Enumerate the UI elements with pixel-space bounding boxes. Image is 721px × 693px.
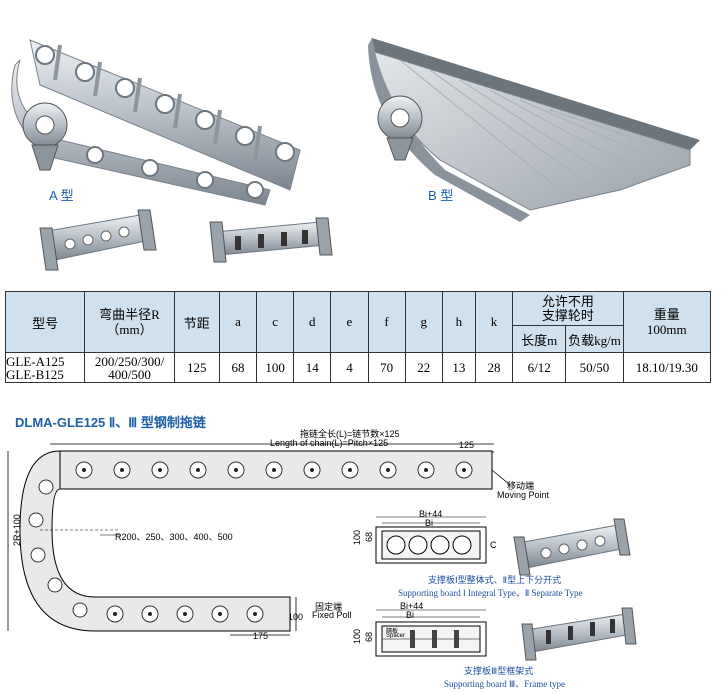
- header-load: 负载kg/m: [565, 325, 624, 353]
- table-row: GLE-A125 GLE-B125 200/250/300/ 400/500 1…: [4, 352, 712, 383]
- board3-spacer-en: Spacer: [386, 633, 406, 639]
- cell-load: 50/50: [565, 352, 624, 383]
- header-a: a: [218, 291, 258, 353]
- cell-length: 6/12: [512, 352, 567, 383]
- product-photos: [11, 37, 700, 271]
- cell-a: 68: [218, 352, 258, 383]
- cell-model: GLE-A125 GLE-B125: [4, 352, 86, 383]
- cell-weight: 18.10/19.30: [622, 352, 712, 383]
- board1-caption-cn: 支撑板Ⅰ型整体式、Ⅱ型上下分开式: [428, 575, 562, 585]
- type-b-caption: B 型: [428, 188, 454, 203]
- chain-length-cn: 拖链全长(L)=链节数×125: [300, 429, 400, 439]
- header-h: h: [441, 291, 476, 353]
- cell-f: 70: [367, 352, 406, 383]
- board1-bi44: Bi+44: [419, 509, 443, 519]
- board3-68: 68: [364, 631, 374, 642]
- radius-label: R200、250、300、400、500: [115, 532, 233, 542]
- type-a-caption: A 型: [49, 188, 74, 203]
- board1-c: C: [490, 540, 497, 550]
- cell-g: 22: [404, 352, 443, 383]
- header-f: f: [367, 291, 406, 353]
- board1-68: 68: [364, 531, 374, 542]
- header-length: 长度m: [512, 325, 567, 353]
- header-d: d: [293, 291, 332, 353]
- chain-length-en: Length of chain(L)=Pitch×125: [270, 438, 389, 448]
- pitch-dim: 125: [459, 440, 475, 450]
- board1-bi: Bi: [425, 518, 434, 528]
- cell-e: 4: [330, 352, 369, 383]
- moving-point-en: Moving Point: [497, 490, 550, 500]
- board1-100: 100: [352, 529, 362, 545]
- moving-point-cn: 移动端: [507, 481, 535, 491]
- board1-caption-en: Supporting board Ⅰ Integral Type、Ⅱ Separ…: [398, 588, 583, 598]
- cell-k: 28: [474, 352, 514, 383]
- drawing-title: DLMA-GLE125 Ⅱ、Ⅲ 型钢制拖链: [15, 415, 206, 430]
- cell-d: 14: [293, 352, 332, 383]
- fixed-point-cn: 固定端: [315, 602, 343, 612]
- fixed-point-en: Fixed Poll: [312, 610, 352, 620]
- cell-c: 100: [256, 352, 295, 383]
- header-model: 型号: [4, 291, 86, 353]
- dim-175: 175: [253, 631, 269, 641]
- cell-pitch: 125: [173, 352, 220, 383]
- header-allowed-unsupported: 允许不用 支撑轮时: [512, 291, 624, 326]
- board3-100: 100: [352, 628, 362, 644]
- board3-bi44: Bi+44: [400, 601, 424, 611]
- header-bend-radius: 弯曲半径R （mm）: [84, 291, 175, 353]
- header-weight: 重量 100mm: [622, 291, 712, 353]
- board3-caption-en: Supporting board Ⅲ、Frame type: [444, 679, 565, 689]
- type-a-chain-photo: [11, 39, 301, 206]
- cell-h: 13: [441, 352, 476, 383]
- spec-table: 型号 弯曲半径R （mm） 节距 a c d e f g h k 允许不用 支撑…: [4, 291, 712, 383]
- board3-photo: [521, 607, 637, 661]
- board1-photo: [513, 518, 631, 576]
- header-e: e: [330, 291, 369, 353]
- board3-spacer-cn: 隔板: [386, 629, 399, 635]
- board1-drawing: [375, 516, 487, 564]
- header-k: k: [474, 291, 514, 353]
- header-g: g: [404, 291, 443, 353]
- board3-caption-cn: 支撑板Ⅲ型框架式: [464, 666, 534, 676]
- board3-bi: Bi: [406, 610, 415, 620]
- chain-drawing: [7, 443, 511, 636]
- type-b-support-board-photo: [209, 217, 333, 263]
- type-a-support-board-photo: [39, 209, 157, 271]
- board3-drawing: [375, 609, 487, 657]
- type-b-chain-photo: [368, 37, 700, 222]
- dim-100: 100: [288, 612, 304, 622]
- cell-bend-radius: 200/250/300/ 400/500: [84, 352, 175, 383]
- header-c: c: [256, 291, 295, 353]
- header-pitch: 节距: [173, 291, 220, 353]
